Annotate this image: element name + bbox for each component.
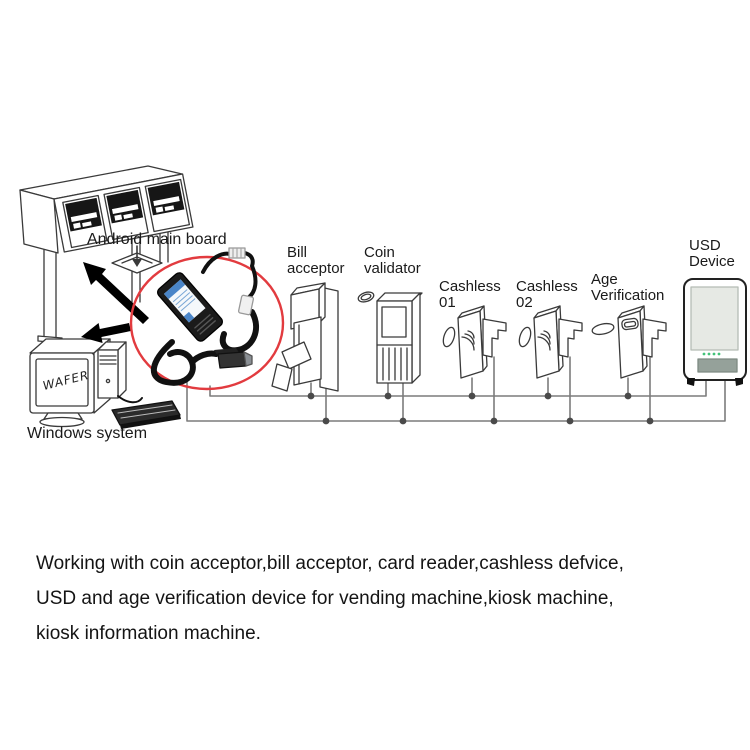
coin-validator-illustration <box>357 291 423 384</box>
board-unit <box>144 178 191 233</box>
tower-side <box>117 341 127 399</box>
bus-wiring <box>186 356 726 425</box>
bill-acceptor-illustration <box>271 282 339 392</box>
cashless-01-label: Cashless 01 <box>439 278 501 311</box>
contactless-icon <box>461 330 475 351</box>
bill-spout <box>271 363 293 392</box>
token-icon <box>442 326 456 348</box>
android-board-illustration <box>19 165 194 344</box>
usd-device-label: USD Device <box>689 237 735 270</box>
description-line: Working with coin acceptor,bill acceptor… <box>36 553 624 574</box>
cashless-02-illustration <box>518 305 583 379</box>
token-icon <box>518 326 532 348</box>
arrow-to-windows-icon <box>81 323 131 343</box>
upper-bus-line <box>209 380 707 397</box>
adapter-cables <box>150 251 259 386</box>
bill-tray <box>281 341 312 370</box>
cabinet-front <box>53 173 194 253</box>
mount-bracket <box>482 318 507 358</box>
mount-bracket <box>642 318 667 358</box>
usd-screen <box>690 286 739 351</box>
usd-panel <box>697 358 738 373</box>
id-card-icon <box>591 322 615 336</box>
serial-connector <box>214 348 253 369</box>
tower-front <box>97 349 119 399</box>
bill-acceptor-label: Bill acceptor <box>287 244 345 277</box>
cashless-01-illustration <box>442 305 507 379</box>
description-line: USD and age verification device for vend… <box>36 588 614 609</box>
cabinet-left-cap <box>19 189 59 254</box>
usd-device-illustration <box>683 278 747 386</box>
windows-system-label: Windows system <box>27 425 148 442</box>
white-connector <box>237 294 255 316</box>
adapter-box <box>157 272 223 342</box>
description-text: Working with coin acceptor,bill acceptor… <box>36 546 736 651</box>
board-unit <box>62 194 108 249</box>
insert-arrow-icon <box>111 245 163 274</box>
usd-led-dots <box>702 352 721 356</box>
bus-junction-dots <box>307 392 654 425</box>
android-board-label: Android main board <box>87 231 227 248</box>
board-unit <box>103 186 149 241</box>
windows-system-illustration: WAFER <box>29 338 181 429</box>
mount-bracket <box>558 318 583 358</box>
card-slot-icon <box>621 317 639 331</box>
age-verification-label: Age Verification <box>591 271 665 304</box>
monitor-screen <box>35 358 89 407</box>
age-verification-illustration <box>591 305 667 379</box>
highlight-circle <box>129 255 285 391</box>
coin-icon <box>357 291 375 303</box>
power-cord <box>117 395 143 404</box>
coin-validator-label: Coin validator <box>364 244 421 277</box>
description-line: kiosk information machine. <box>36 623 261 644</box>
adapter-photo <box>150 247 259 386</box>
contactless-icon <box>537 330 551 351</box>
lower-bus-line <box>186 380 726 422</box>
cashless-02-label: Cashless 02 <box>516 278 578 311</box>
